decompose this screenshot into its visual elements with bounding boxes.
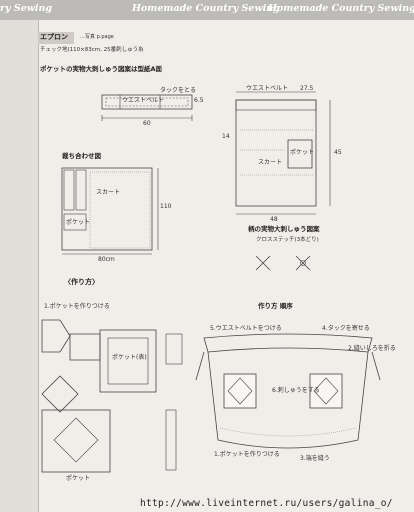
step-pocket-label: ポケット(表) [112, 354, 147, 361]
skirt-height-dim: 45 [334, 149, 342, 156]
header-text-1: ry Sewing [0, 3, 53, 14]
order-heading: 作り方 順序 [258, 302, 293, 310]
skirt-pocket-label: ポケット [290, 149, 315, 156]
pocket-pattern [101, 94, 193, 121]
pocket-waistband-label: ウエストベルト [122, 97, 165, 104]
pocket-width-dim: 60 [143, 120, 151, 127]
pocket-dim-small: 6.5 [194, 97, 204, 104]
how-to-heading: 〈作り方〉 [64, 278, 99, 286]
section-title-box [38, 32, 74, 44]
cutting-layout [61, 167, 159, 255]
order-step-6: 6.刺しゅうをする [272, 387, 320, 394]
step-pocket-bottom: ポケット [66, 475, 91, 482]
watermark-url: http://www.liveinternet.ru/users/galina_… [140, 498, 393, 509]
header-text-3: Homemade Country Sewing [268, 3, 414, 14]
skirt-dim-top: 27.5 [300, 85, 314, 92]
layout-pocket-label: ポケット [66, 219, 91, 226]
skirt-pattern [235, 91, 331, 215]
step-one-diagram [41, 319, 183, 473]
cross-stitch-motifs [255, 255, 311, 271]
layout-skirt-label: スカート [96, 189, 121, 196]
order-step-3: 3.端を縫う [300, 455, 330, 462]
skirt-width-dim: 48 [270, 216, 278, 223]
photo-ref: …写真 p.page [80, 34, 114, 40]
layout-width-dim: 80cm [98, 256, 115, 263]
facing-page-spine [0, 20, 39, 512]
skirt-waistband-label: ウエストベルト [246, 85, 289, 92]
order-step-5: 5.ウエストベルトをつける [210, 325, 282, 332]
skirt-dim-side: 14 [222, 133, 230, 140]
pattern-heading: ポケットの実物大刺しゅう図案は型紙A面 [40, 65, 163, 73]
layout-heading: 裁ち合わせ図 [62, 152, 101, 160]
header-text-2: Homemade Country Sewing [132, 3, 280, 14]
embroidery-heading: 柄の実物大刺しゅう図案 [248, 225, 320, 233]
cross-stitch-label: クロスステッチ(3本どり) [256, 237, 319, 243]
layout-height-dim: 110 [160, 203, 172, 210]
order-step-4: 4.タックを寄せる [322, 325, 370, 332]
apron-figure [195, 333, 381, 449]
section-title: エプロン [40, 33, 68, 41]
skirt-label: スカート [258, 159, 283, 166]
header-band [0, 0, 414, 20]
pocket-tuck-label: タックをとる [160, 87, 197, 94]
order-step-2: 2.縫いしろを折る [348, 345, 396, 352]
order-step-1: 1.ポケットを作りつける [214, 451, 280, 458]
step-1-label: 1.ポケットを作りつける [44, 303, 110, 310]
material-note: チェック地(110×83cm, 25番刺しゅう糸 [40, 47, 144, 53]
